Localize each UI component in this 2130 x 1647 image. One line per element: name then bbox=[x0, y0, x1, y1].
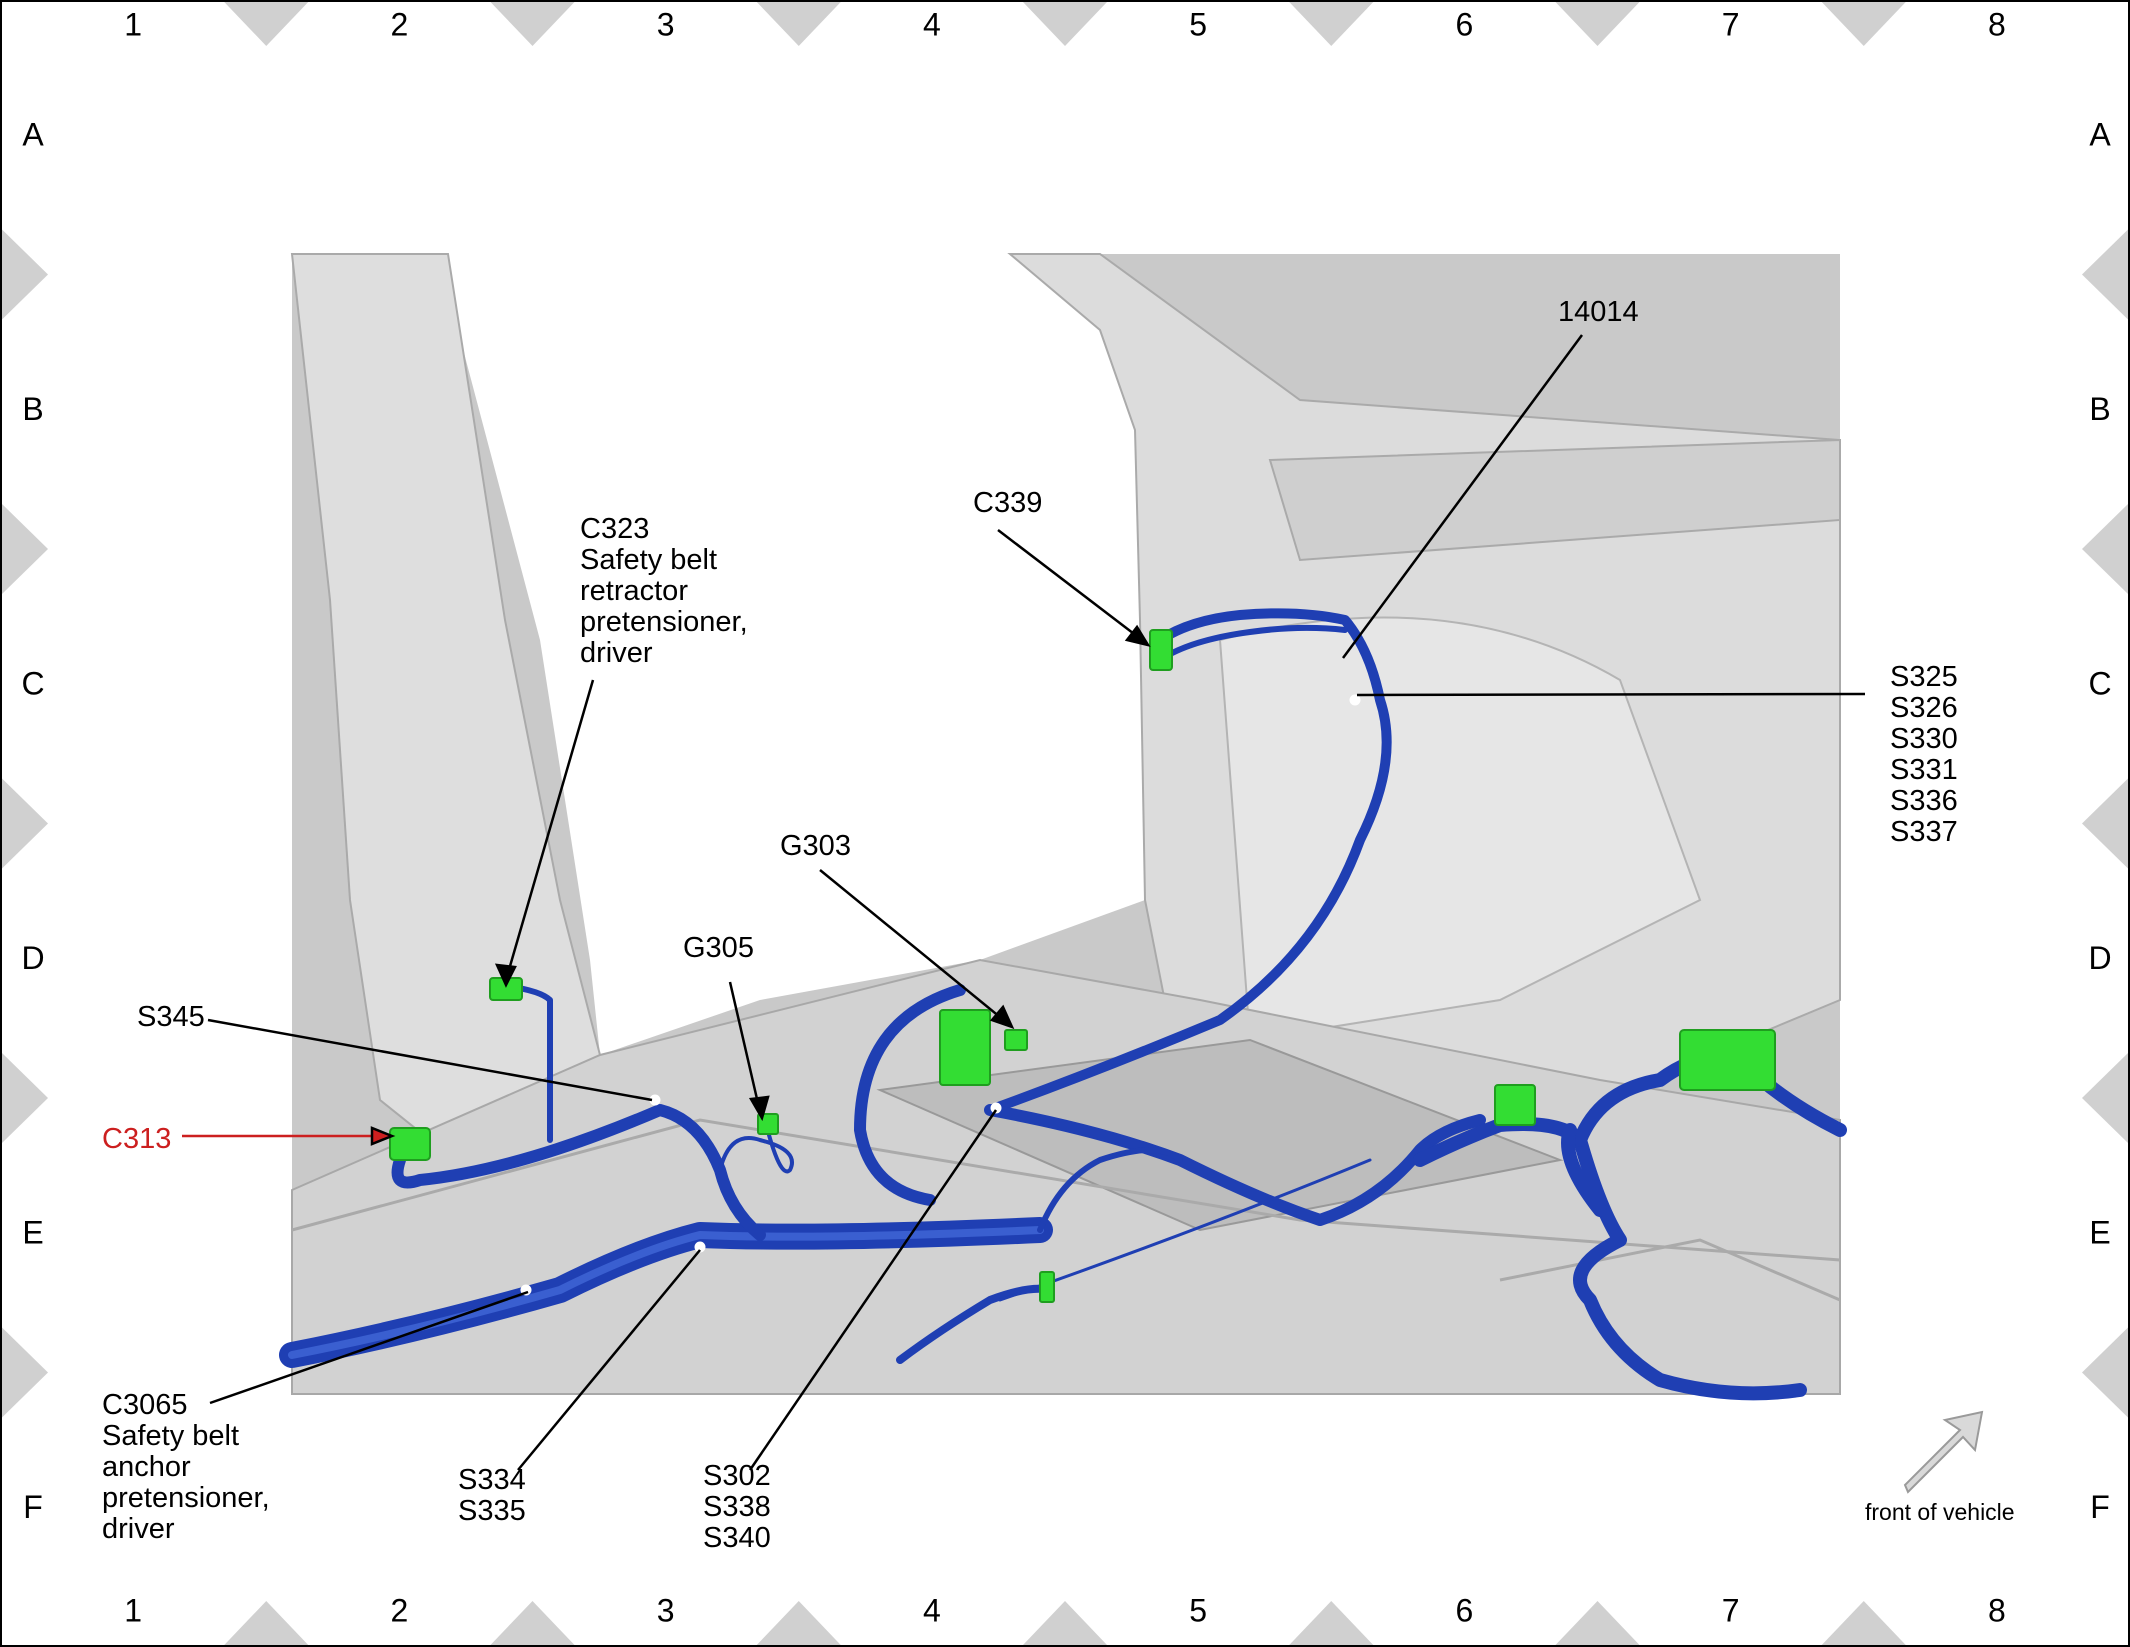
label-g303: G303 bbox=[780, 830, 851, 862]
zone-marker-top-1 bbox=[224, 2, 309, 46]
grid-row-label-left-A: A bbox=[22, 117, 44, 153]
label-14014: 14014 bbox=[1558, 296, 1639, 328]
grid-column-label-bottom-5: 5 bbox=[1189, 1592, 1207, 1628]
harness-floor-link bbox=[1037, 1147, 1183, 1233]
zone-marker-right-2 bbox=[2082, 504, 2128, 594]
grid-row-label-left-F: F bbox=[23, 1489, 43, 1525]
leader-lines bbox=[182, 334, 1866, 1471]
zone-marker-top-4 bbox=[1023, 2, 1107, 46]
label-c339: C339 bbox=[973, 487, 1042, 519]
label-c313: C313 bbox=[102, 1123, 171, 1155]
splice-s334 bbox=[694, 1241, 706, 1253]
connector-c313 bbox=[389, 1127, 431, 1161]
label-s334-group: S334 S335 bbox=[458, 1464, 534, 1527]
window-opening bbox=[448, 254, 1145, 1055]
grid-column-label-bottom-8: 8 bbox=[1988, 1592, 2006, 1628]
zone-marker-top-5 bbox=[1289, 2, 1374, 46]
grid-column-label-bottom-7: 7 bbox=[1722, 1592, 1740, 1628]
grid-row-label-left-E: E bbox=[22, 1215, 43, 1251]
grid-row-label-right-D: D bbox=[2088, 940, 2111, 976]
zone-marker-top-7 bbox=[1821, 2, 1906, 46]
upper-rear-panel bbox=[1268, 438, 1841, 562]
connector-lower bbox=[1039, 1271, 1055, 1303]
zone-marker-left-1 bbox=[2, 229, 48, 320]
zone-marker-bottom-6 bbox=[1555, 1601, 1640, 1645]
floor-crease bbox=[291, 1118, 1841, 1262]
grid-column-label-top-8: 8 bbox=[1988, 6, 2006, 42]
label-c3065: C3065 Safety belt anchor pretensioner, d… bbox=[102, 1389, 278, 1545]
grid-column-label-top-7: 7 bbox=[1722, 6, 1740, 42]
label-c323: C323 Safety belt retractor pretensioner,… bbox=[580, 513, 756, 669]
grid-row-label-right-A: A bbox=[2089, 117, 2111, 153]
grid-column-label-top-1: 1 bbox=[124, 6, 142, 42]
grid-row-label-left-D: D bbox=[21, 940, 44, 976]
front-arrow-icon bbox=[1903, 1410, 1984, 1494]
grid-row-label-right-C: C bbox=[2088, 666, 2111, 702]
connector-module bbox=[1679, 1029, 1776, 1091]
grid-column-label-bottom-1: 1 bbox=[124, 1592, 142, 1628]
wheelhouse bbox=[1218, 616, 1702, 1042]
harness-branch-c313 bbox=[391, 1104, 766, 1241]
grid-column-label-top-5: 5 bbox=[1189, 6, 1207, 42]
front-of-vehicle-indicator: front of vehicle bbox=[1865, 1410, 2015, 1525]
main-harness-highlight bbox=[288, 1226, 1044, 1359]
floor-crease-rear bbox=[1499, 1238, 1841, 1302]
grid-column-label-bottom-4: 4 bbox=[923, 1592, 941, 1628]
zone-marker-left-4 bbox=[2, 1053, 48, 1143]
grid-column-label-top-6: 6 bbox=[1455, 6, 1473, 42]
label-s325-group: S325 S326 S330 S331 S336 S337 bbox=[1890, 661, 1966, 848]
grid-row-label-left-C: C bbox=[21, 666, 44, 702]
floor-pan bbox=[291, 958, 1841, 1395]
grid-column-label-top-2: 2 bbox=[390, 6, 408, 42]
vehicle-body-illustration bbox=[290, 253, 1841, 1395]
harness-run-c339 bbox=[985, 608, 1392, 1115]
grid-row-label-left-B: B bbox=[22, 391, 43, 427]
grid-column-label-bottom-6: 6 bbox=[1455, 1592, 1473, 1628]
front-of-vehicle-label: front of vehicle bbox=[1865, 1499, 2015, 1525]
grid-row-label-right-F: F bbox=[2090, 1489, 2110, 1525]
grid-column-label-top-3: 3 bbox=[657, 6, 675, 42]
grid-row-label-right-B: B bbox=[2089, 391, 2110, 427]
zone-marker-bottom-3 bbox=[756, 1601, 841, 1645]
zone-marker-top-3 bbox=[756, 2, 841, 46]
harness-branch-g305 bbox=[718, 1118, 794, 1174]
harness-drop bbox=[1561, 1123, 1607, 1217]
harness-floor-run bbox=[984, 1104, 1486, 1226]
zone-marker-right-4 bbox=[2082, 1053, 2128, 1143]
zone-marker-right-1 bbox=[2082, 229, 2128, 320]
connector-c339 bbox=[1149, 629, 1173, 671]
zone-marker-left-2 bbox=[2, 504, 48, 594]
harness-run-c339-second bbox=[1157, 624, 1348, 663]
callout-labels: C323 Safety belt retractor pretensioner,… bbox=[102, 296, 1966, 1554]
splice-s345 bbox=[649, 1094, 661, 1106]
zone-marker-left-5 bbox=[2, 1327, 48, 1418]
zone-marker-left-3 bbox=[2, 778, 48, 869]
harness-loop-g303 bbox=[854, 984, 966, 1206]
zone-marker-bottom-4 bbox=[1023, 1601, 1107, 1645]
connector-floor bbox=[1494, 1084, 1536, 1126]
zone-marker-top-6 bbox=[1555, 2, 1640, 46]
zone-marker-right-3 bbox=[2082, 778, 2128, 869]
splice-s325 bbox=[1349, 694, 1361, 706]
grid-column-label-bottom-3: 3 bbox=[657, 1592, 675, 1628]
zone-marker-bottom-2 bbox=[490, 1601, 575, 1645]
connector-block-g303 bbox=[939, 1009, 991, 1086]
zone-marker-bottom-7 bbox=[1821, 1601, 1906, 1645]
label-s345: S345 bbox=[137, 1001, 205, 1033]
grid-column-label-bottom-2: 2 bbox=[390, 1592, 408, 1628]
zone-marker-bottom-5 bbox=[1289, 1601, 1374, 1645]
connector-g303 bbox=[1004, 1029, 1028, 1051]
grid-column-label-top-4: 4 bbox=[923, 6, 941, 42]
zone-marker-top-2 bbox=[490, 2, 575, 46]
label-g305: G305 bbox=[683, 932, 754, 964]
zone-marker-bottom-1 bbox=[224, 1601, 309, 1645]
grid-row-label-right-E: E bbox=[2089, 1215, 2110, 1251]
zone-marker-right-5 bbox=[2082, 1327, 2128, 1418]
label-s302-group: S302 S338 S340 bbox=[703, 1460, 779, 1554]
